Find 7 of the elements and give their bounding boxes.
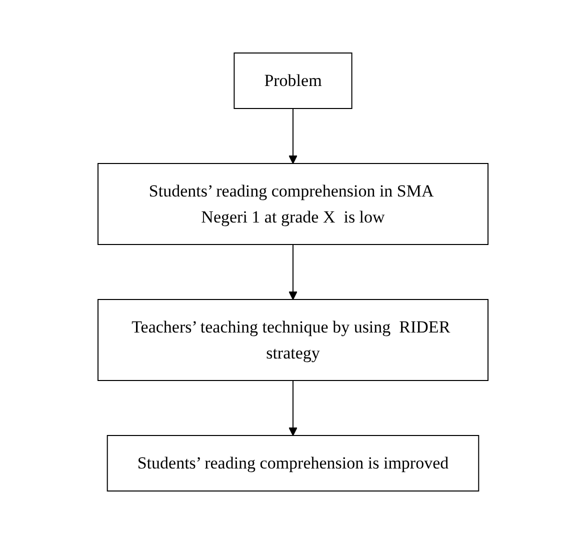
node-box: Students’ reading comprehension is improved [106,435,480,492]
arrow [288,108,298,164]
arrow [288,380,298,436]
node-box: Students’ reading comprehension in SMA Negeri 1 at grade X is low [98,163,488,245]
node-box: Teachers’ teaching technique by using RIDER strategy [98,299,488,381]
arrow [288,244,298,300]
node-box: Problem [234,52,352,109]
